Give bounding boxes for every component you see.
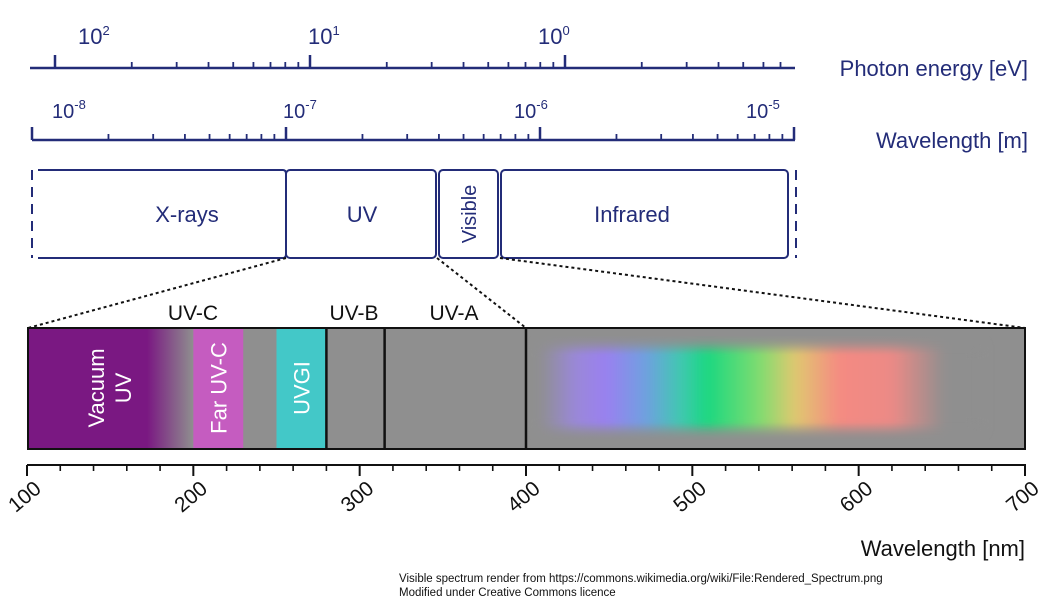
wavelength-nm-axis-label: Wavelength [nm]	[861, 536, 1025, 561]
photon-energy-tick-label: 101	[308, 23, 340, 49]
wavelength-nm-tick-label: 300	[337, 477, 379, 517]
wavelength-m-axis-label: Wavelength [m]	[876, 128, 1028, 153]
photon-energy-tick-label: 100	[538, 23, 570, 49]
wavelength-nm-tick-label: 500	[669, 477, 711, 517]
region-label-visible: Visible	[459, 185, 481, 244]
wavelength-m-tick-label: 10-5	[746, 97, 780, 123]
uvgi-band	[276, 328, 327, 449]
wavelength-nm-axis: 100 200 300 400 500 600 700 Wavelength [nm]	[4, 464, 1044, 561]
wavelength-m-tick-labels: 10-8 10-7 10-6 10-5	[52, 97, 780, 123]
vacuum-uv-band	[28, 328, 194, 449]
credit-line-2: Modified under Creative Commons licence	[399, 587, 616, 599]
credit-line-1: Visible spectrum render from https://com…	[399, 573, 883, 585]
wavelength-nm-tick-label: 400	[503, 477, 545, 517]
wavelength-m-tick-label: 10-6	[514, 97, 548, 123]
wavelength-nm-tick-label: 100	[4, 477, 46, 517]
photon-energy-tick-labels: 102 101 100	[78, 23, 570, 49]
photon-energy-axis: 102 101 100 Photon energy [eV]	[30, 23, 1028, 81]
wavelength-nm-tick-labels: 100 200 300 400 500 600 700	[4, 477, 1044, 517]
region-label-xrays: X-rays	[155, 202, 219, 227]
photon-energy-ticks	[53, 55, 782, 68]
wavelength-nm-tick-label: 700	[1002, 477, 1044, 517]
wavelength-m-axis: 10-8 10-7 10-6 10-5 Wavelength [m]	[30, 97, 1028, 153]
zoom-connector-lines	[27, 257, 1026, 329]
wavelength-nm-tick-label: 600	[836, 477, 878, 517]
region-label-uv: UV	[347, 202, 378, 227]
uv-b-label: UV-B	[329, 302, 378, 325]
visible-spectrum-render	[526, 328, 1025, 449]
region-box-infrared	[500, 169, 789, 259]
region-label-infrared: Infrared	[594, 202, 670, 227]
uv-c-label: UV-C	[168, 302, 218, 325]
uv-band-boundaries	[325, 328, 528, 449]
region-box-visible	[438, 169, 499, 259]
vacuum-uv-label-line1: Vacuum	[84, 348, 109, 427]
vacuum-uv-label-line2: UV	[111, 372, 136, 403]
wavelength-nm-ticks	[26, 465, 1026, 476]
uv-a-label: UV-A	[429, 302, 478, 325]
wavelength-m-ticks	[30, 127, 796, 140]
spectrum-regions	[31, 169, 797, 259]
uv-detail-spectrum: Vacuum UV Far UV-C UVGI	[27, 327, 1026, 450]
photon-energy-axis-label: Photon energy [eV]	[840, 56, 1028, 81]
photon-energy-tick-label: 102	[78, 23, 110, 49]
wavelength-m-tick-label: 10-7	[283, 97, 317, 123]
wavelength-nm-tick-label: 200	[170, 477, 212, 517]
far-uv-c-band	[193, 328, 244, 449]
wavelength-m-tick-label: 10-8	[52, 97, 86, 123]
far-uv-c-label: Far UV-C	[206, 342, 231, 434]
uvgi-label: UVGI	[289, 361, 314, 415]
